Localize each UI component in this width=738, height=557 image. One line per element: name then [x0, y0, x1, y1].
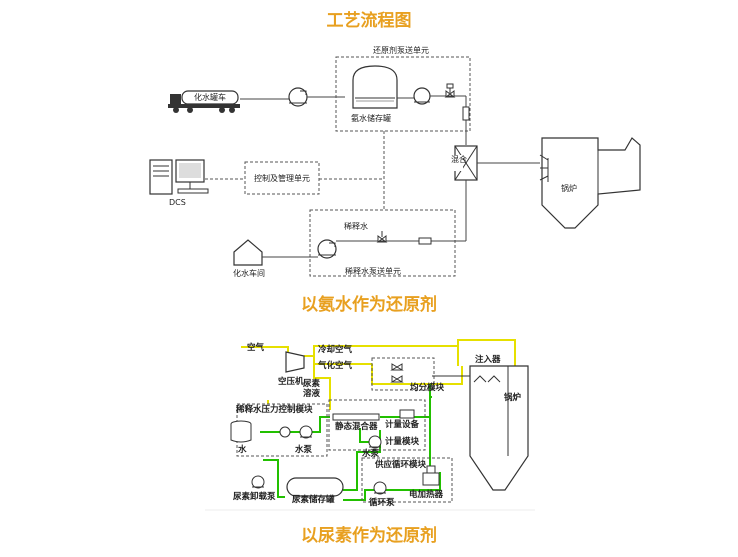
unload-pump-icon [251, 475, 265, 489]
supply-module-label: 供应循环模块 [374, 459, 427, 470]
urea-boiler-icon [469, 365, 529, 491]
water-label: 水 [237, 444, 247, 455]
water-valve-icon [279, 426, 291, 438]
metering-device-icon [399, 409, 415, 419]
truck-label: 化水罐车 [194, 92, 226, 102]
boiler-icon [539, 137, 641, 229]
water-house-icon [233, 239, 263, 266]
distribution-label: 均分模块 [410, 382, 445, 393]
tanker-truck-icon [168, 90, 240, 113]
control-unit-box [244, 161, 320, 195]
urea-solution-label-1: 尿素 [303, 378, 321, 389]
dilution-unit-label: 稀释水泵送单元 [345, 266, 401, 276]
circ-pump-label: 循环泵 [369, 497, 395, 508]
dcs-label: DCS [169, 198, 186, 207]
static-mixer-icon [332, 413, 380, 421]
storage-tank-icon [352, 65, 398, 109]
pump-unit-box [335, 56, 471, 132]
mixer-label-top: 混合 [451, 154, 467, 164]
flowmeter-icon [462, 106, 470, 121]
urea-tank-label: 尿素储存罐 [292, 494, 335, 505]
dilution-valve-icon [376, 231, 388, 243]
ammonia-title: 以氨水作为还原剂 [301, 295, 437, 315]
metering-module-box [328, 399, 426, 451]
urea-tank-icon [286, 477, 344, 497]
valve-icon [444, 83, 456, 98]
water-house-label: 化水车间 [233, 268, 265, 278]
cooling-air-label: 冷却空气 [318, 344, 353, 355]
compressor-icon [285, 351, 305, 373]
transfer-pump-icon [288, 87, 308, 107]
circulation-pump-icon [373, 481, 387, 495]
water-pump-label-2: 水泵 [361, 448, 380, 459]
distribution-module-box [371, 357, 435, 391]
air-lines [241, 339, 516, 410]
supply-module-box [361, 457, 453, 503]
air-label: 空气 [247, 342, 265, 353]
unload-pump-label: 尿素卸载泵 [233, 491, 276, 502]
static-mixer-label: 静态混合器 [335, 421, 378, 432]
pump-unit-label: 还原剂泵送单元 [373, 45, 429, 55]
main-title: 工艺流程图 [326, 11, 412, 31]
distribution-valve-icon [390, 363, 404, 383]
control-unit-label: 控制及管理单元 [254, 173, 310, 183]
water-pump-label-1: 水泵 [294, 444, 313, 455]
dcs-computer-icon [149, 159, 209, 195]
injector-label: 注入器 [475, 354, 501, 365]
urea-title: 以尿素作为还原剂 [301, 526, 437, 546]
dilution-pump-icon [317, 239, 337, 259]
urea-boiler-label: 锅炉 [503, 392, 522, 403]
compressor-label: 空压机 [278, 376, 304, 387]
metering-pump-icon [368, 435, 382, 449]
metering-module-label: 计量模块 [385, 436, 420, 447]
water-tank-icon [230, 420, 252, 443]
water-pump-icon [299, 425, 313, 439]
dilution-meter-icon [418, 237, 432, 245]
heater-icon [422, 465, 440, 486]
urea-diagram: 空气 空压机 冷却空气 气化空气 尿素 溶液 均分模块 注入器 锅炉 稀释水压力… [230, 339, 529, 508]
tank-label: 氨水储存罐 [351, 113, 391, 123]
vaporize-air-label: 气化空气 [317, 360, 353, 371]
dilution-water-label: 稀释水 [344, 221, 368, 231]
metering-device-label: 计量设备 [385, 419, 420, 430]
dilution-unit-box [309, 209, 456, 277]
ammonia-diagram: 化水罐车 还原剂泵送单元 氨水储存罐 [149, 45, 641, 278]
heater-label: 电加热器 [409, 489, 444, 500]
dilution-control-label: 稀释水压力控制模块 [236, 404, 313, 415]
urea-solution-label-2: 溶液 [303, 388, 321, 399]
feed-pump-icon [413, 87, 431, 105]
boiler-label: 锅炉 [561, 183, 577, 193]
